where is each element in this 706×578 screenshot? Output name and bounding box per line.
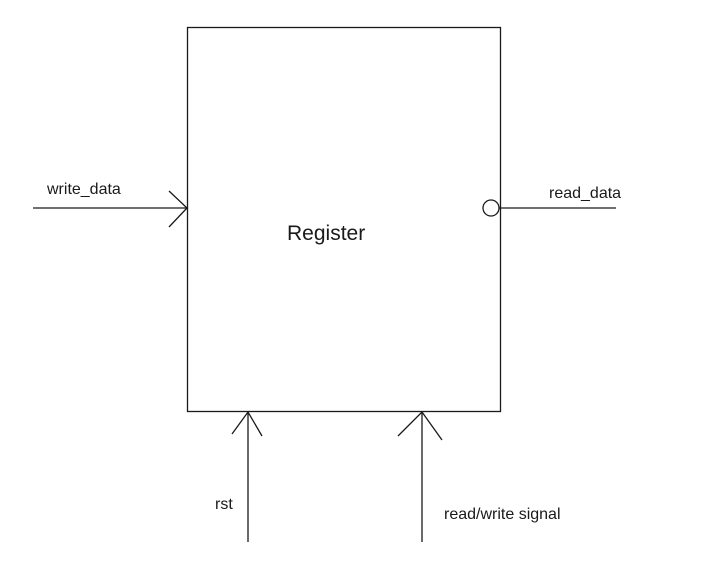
write-data-label: write_data: [47, 181, 121, 198]
read-data-bubble: [482, 199, 500, 217]
rst-label: rst: [215, 496, 233, 513]
register-box: [186, 26, 502, 413]
read-data-label: read_data: [549, 185, 622, 202]
register-label: Register: [287, 222, 366, 245]
write-data-arrowhead: [168, 190, 188, 228]
rst-arrowhead: [231, 410, 263, 437]
read-write-signal-label: read/write signal: [444, 506, 561, 523]
read-write-arrowhead: [397, 410, 443, 441]
